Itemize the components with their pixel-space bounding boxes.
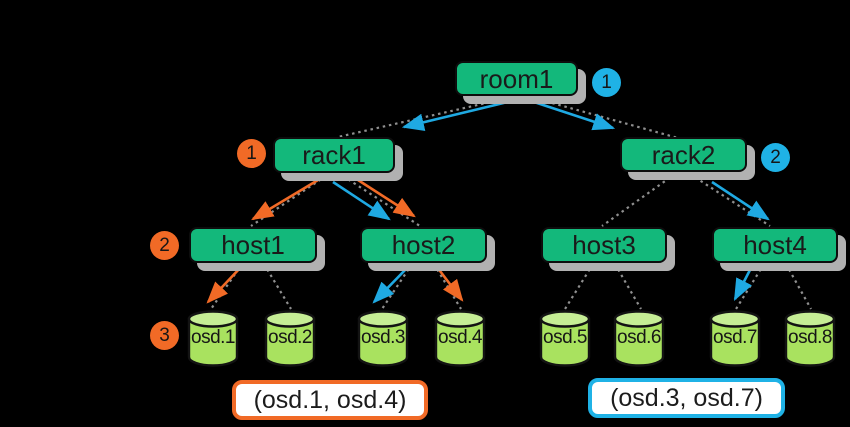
orange-arrow-host1-osd1 [206, 266, 242, 304]
osd-4-cylinder: osd.4 [434, 310, 486, 367]
tree-edge-host3-osd6 [614, 263, 642, 310]
orange-arrow-host2-osd4 [435, 266, 464, 302]
blue-result-label: (osd.3, osd.7) [610, 383, 763, 412]
cylinder-icon [539, 310, 591, 367]
badge-number: 1 [246, 142, 257, 164]
tree-edge-host2-osd4 [433, 263, 462, 310]
tree-edge-rack2-host3 [601, 173, 676, 227]
cylinder-icon [784, 310, 836, 367]
orange-step-2-badge: 2 [150, 231, 179, 260]
cylinder-icon [357, 310, 409, 367]
blue-arrow-room1-rack2 [530, 99, 616, 131]
tree-edge-room1-rack1 [337, 96, 509, 139]
cylinder-icon [434, 310, 486, 367]
blue-arrow-room1-rack1 [401, 99, 513, 131]
osd-3-cylinder: osd.3 [357, 310, 409, 367]
blue-step-1-badge: 1 [592, 68, 621, 97]
osd-7-label: osd.7 [713, 327, 757, 348]
node-host4: host4 [712, 227, 838, 263]
osd-8-cylinder: osd.8 [784, 310, 836, 367]
node-host3-label: host3 [572, 230, 636, 260]
blue-arrow-rack1-host2 [332, 180, 391, 221]
osd-1-cylinder: osd.1 [187, 310, 239, 367]
node-rack2-label: rack2 [651, 139, 716, 170]
orange-result-box: (osd.1, osd.4) [232, 380, 428, 420]
orange-result-label: (osd.1, osd.4) [253, 385, 407, 414]
blue-result-box: (osd.3, osd.7) [588, 378, 785, 418]
osd-6-cylinder: osd.6 [613, 310, 665, 367]
osd-7-cylinder: osd.7 [709, 310, 761, 367]
node-rack1: rack1 [273, 137, 395, 173]
osd-6-label: osd.6 [617, 327, 661, 348]
orange-arrow-rack1-host2 [357, 178, 416, 218]
tree-edge-host4-osd8 [785, 263, 812, 310]
osd-2-label: osd.2 [268, 327, 312, 348]
blue-arrow-rack2-host4 [711, 180, 770, 221]
badge-number: 1 [601, 71, 612, 93]
orange-arrow-rack1-host1 [251, 178, 319, 221]
node-host2-label: host2 [391, 230, 456, 260]
node-host3: host3 [541, 227, 667, 263]
cylinder-icon [709, 310, 761, 367]
node-host2: host2 [360, 227, 487, 263]
badge-number: 3 [159, 324, 170, 346]
node-room1: room1 [455, 61, 578, 96]
cylinder-icon [264, 310, 316, 367]
tree-edge-room1-rack2 [533, 96, 679, 140]
badge-number: 2 [159, 234, 170, 256]
orange-step-3-badge: 3 [150, 321, 179, 350]
node-rack2: rack2 [620, 137, 747, 172]
blue-arrow-host2-osd3 [372, 266, 409, 304]
osd-8-label: osd.8 [788, 327, 832, 348]
osd-1-label: osd.1 [191, 327, 235, 348]
node-rack1-label: rack1 [302, 140, 366, 170]
osd-2-cylinder: osd.2 [264, 310, 316, 367]
osd-3-label: osd.3 [361, 327, 405, 348]
cylinder-icon [187, 310, 239, 367]
tree-edge-host2-osd3 [381, 263, 413, 310]
cylinder-icon [613, 310, 665, 367]
node-host1-label: host1 [221, 230, 285, 260]
blue-step-2-badge: 2 [761, 143, 790, 172]
orange-step-1-badge: 1 [237, 139, 266, 168]
tree-edge-host3-osd5 [564, 263, 594, 310]
osd-4-label: osd.4 [438, 327, 482, 348]
osd-5-label: osd.5 [543, 327, 587, 348]
node-host4-label: host4 [743, 230, 807, 260]
node-host1: host1 [189, 227, 317, 263]
tree-edge-rack2-host4 [689, 173, 771, 227]
tree-edge-rack1-host2 [342, 175, 421, 227]
node-room1-label: room1 [479, 63, 554, 94]
badge-number: 2 [770, 146, 781, 168]
tree-edge-rack1-host1 [250, 175, 327, 227]
blue-arrow-host4-osd7 [733, 267, 753, 301]
osd-5-cylinder: osd.5 [539, 310, 591, 367]
tree-edge-host1-osd2 [263, 263, 292, 310]
